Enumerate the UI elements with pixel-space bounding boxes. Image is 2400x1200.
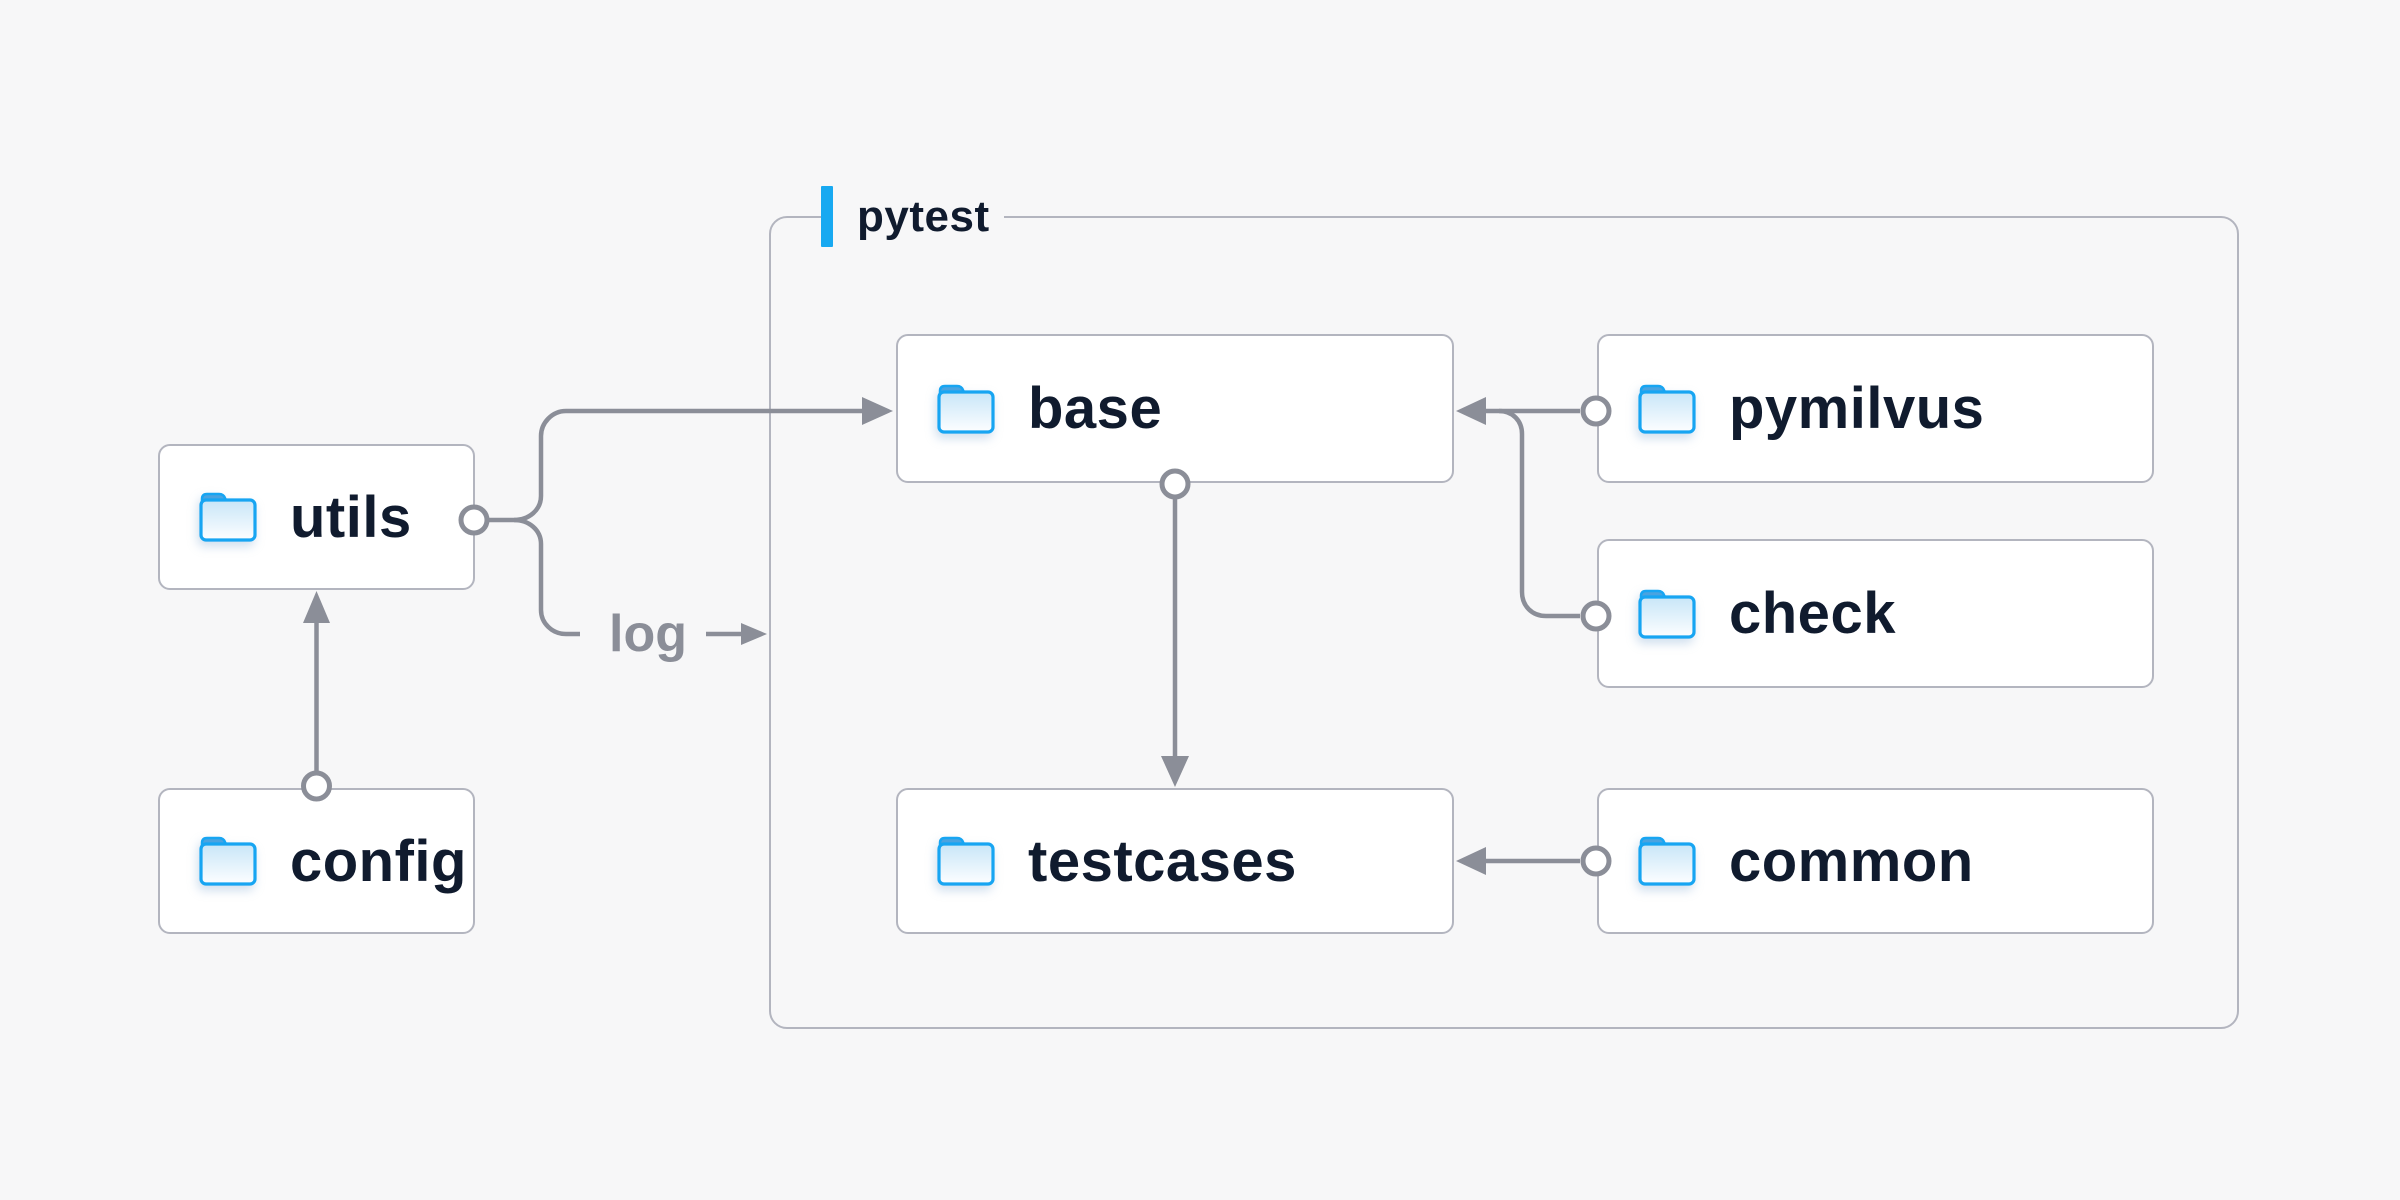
node-common: common [1597, 788, 2154, 934]
arrowhead-into-utils [303, 591, 330, 623]
arrowhead-log [741, 623, 767, 645]
node-label: config [290, 828, 467, 894]
folder-icon [199, 836, 257, 886]
folder-icon [1638, 384, 1696, 434]
node-label: pymilvus [1729, 376, 1985, 441]
node-utils: utils [158, 444, 475, 590]
edge-label-log: log [609, 605, 687, 663]
folder-icon [937, 384, 995, 434]
node-label: base [1028, 376, 1163, 441]
node-label: utils [290, 484, 412, 550]
node-pymilvus: pymilvus [1597, 334, 2154, 483]
pytest-group-label: pytest [821, 186, 1004, 247]
node-check: check [1597, 539, 2154, 688]
node-base: base [896, 334, 1454, 483]
folder-icon [199, 492, 257, 542]
pytest-group-title: pytest [857, 192, 990, 241]
pytest-group [769, 216, 2239, 1029]
node-testcases: testcases [896, 788, 1454, 934]
edge-utils-log [513, 517, 580, 637]
folder-icon [1638, 589, 1696, 639]
accent-bar [821, 186, 833, 247]
folder-icon [1638, 836, 1696, 886]
folder-icon [937, 836, 995, 886]
node-label: testcases [1028, 828, 1297, 894]
node-label: common [1729, 828, 1974, 894]
node-config: config [158, 788, 475, 934]
node-label: check [1729, 581, 1896, 646]
